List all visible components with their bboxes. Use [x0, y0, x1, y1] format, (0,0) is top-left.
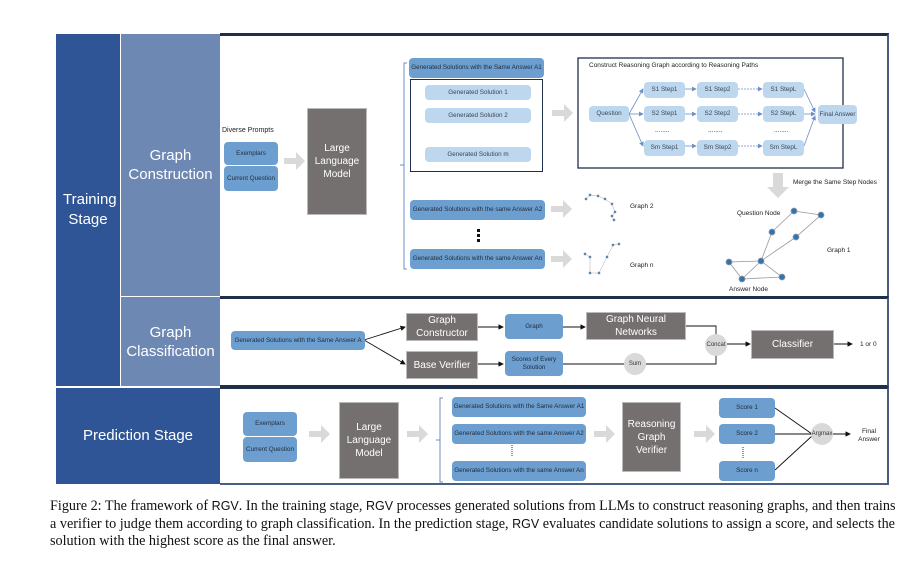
graph-2-drawing	[584, 193, 617, 222]
group-a1-header: Generated Solutions with the Same Answer…	[409, 58, 544, 78]
merge-label: Merge the Same Step Nodes	[793, 179, 877, 186]
solution-2: Generated Solution 2	[425, 108, 531, 123]
question-node-box: Question	[589, 106, 629, 122]
block-arrow	[551, 250, 572, 268]
step-node: S1 Step1	[644, 82, 685, 98]
figure-caption: Figure 2: The framework of RGV. In the t…	[50, 498, 900, 551]
classification-edges	[363, 324, 853, 367]
training-stage-label: Training Stage	[56, 34, 120, 386]
classifier-output: 1 or 0	[860, 341, 877, 348]
block-arrow	[551, 200, 572, 218]
block-arrow	[694, 425, 715, 443]
diverse-prompts-label: Diverse Prompts	[222, 127, 274, 134]
group-an-box: Generated Solutions with the same Answer…	[410, 249, 545, 269]
caption-rgv: RGV	[211, 499, 239, 513]
bracket	[400, 62, 407, 270]
caption-rgv: RGV	[512, 516, 540, 531]
group-a2-box: Generated Solutions with the same Answer…	[410, 200, 545, 220]
step-node: S1 StepL	[763, 82, 804, 98]
answer-node-label: Answer Node	[729, 286, 769, 293]
concat-node: Concat	[705, 334, 727, 356]
block-arrows	[284, 104, 789, 443]
block-arrow	[767, 173, 789, 198]
training-stage-text: Training Stage	[63, 191, 117, 228]
block-arrow	[594, 425, 615, 443]
prediction-edges	[774, 407, 851, 471]
caption-text: . In the training stage,	[238, 498, 367, 514]
graph-construction-label: Graph Construction	[121, 34, 220, 296]
step-node: S1 Step2	[697, 82, 738, 98]
ellipsis: ........	[708, 127, 723, 134]
pred-group-a1: Generated Solutions with the Same Answer…	[452, 397, 586, 417]
ellipsis: ........	[655, 127, 670, 134]
question-node-label: Question Node	[737, 210, 781, 217]
pred-llm-box: Large Language Model	[339, 402, 399, 479]
pred-group-a2: Generated Solutions with the same Answer…	[452, 424, 586, 444]
pred-group-an: Generated Solutions with the same Answer…	[452, 461, 586, 481]
graph-2-label: Graph 2	[630, 203, 654, 210]
score-2-box: Score 2	[719, 424, 775, 444]
prediction-stage-label: Prediction Stage	[56, 388, 220, 484]
step-node: Sm Step1	[644, 140, 685, 156]
caption-text: evaluates candidate solutions to assign …	[50, 515, 895, 550]
graph-construction-text: Graph Construction	[128, 147, 213, 183]
step-node: S2 Step2	[697, 106, 738, 122]
caption-text: processes generated solutions from LLMs …	[50, 498, 896, 532]
reasoning-edges	[628, 86, 816, 149]
classification-input-box: Generated Solutions with the Same Answer…	[231, 331, 365, 350]
block-arrow	[309, 425, 330, 443]
llm-box: Large Language Model	[307, 108, 367, 215]
vertical-ellipsis	[477, 229, 480, 242]
block-arrow	[552, 104, 573, 122]
graph-n-drawing	[583, 242, 621, 275]
graph-classification-label: Graph Classification	[121, 297, 220, 386]
reasoning-graph-verifier-box: Reasoning Graph Verifier	[622, 402, 681, 472]
exemplars-box: Exemplars	[224, 142, 278, 165]
bracket	[436, 397, 443, 483]
block-arrow	[284, 152, 305, 170]
step-node: S2 Step1	[644, 106, 685, 122]
gnn-box: Graph Neural Networks	[586, 312, 686, 340]
caption-text: Figure 2: The framework of	[50, 498, 212, 514]
current-question-box: Current Question	[224, 166, 278, 191]
pred-current-question-box: Current Question	[243, 437, 297, 462]
sum-node: Sum	[624, 353, 646, 375]
reasoning-graph-title: Construct Reasoning Graph according to R…	[589, 62, 759, 69]
block-arrow	[407, 425, 428, 443]
graph-1-label: Graph 1	[827, 247, 851, 254]
score-n-box: Score n	[719, 461, 775, 481]
argmax-node: Argmax	[811, 423, 833, 445]
score-1-box: Score 1	[719, 398, 775, 418]
prediction-stage-text: Prediction Stage	[82, 427, 194, 444]
final-answer-box: Final Answer	[818, 105, 857, 124]
final-answer-output: Final Answer	[858, 428, 880, 443]
step-node: S2 StepL	[763, 106, 804, 122]
step-node: Sm Step2	[697, 140, 738, 156]
graph-n-label: Graph n	[630, 262, 654, 269]
graph-constructor-box: Graph Constructor	[406, 313, 478, 341]
graph-1-drawing	[725, 207, 825, 283]
solution-m: Generated Solution m	[425, 147, 531, 162]
solution-1: Generated Solution 1	[425, 85, 531, 100]
scores-box: Scores of Every Solution	[505, 351, 563, 376]
pred-exemplars-box: Exemplars	[243, 412, 297, 436]
step-node: Sm StepL	[763, 140, 804, 156]
caption-rgv: RGV	[366, 499, 394, 513]
ellipsis: ........	[774, 127, 789, 134]
graph-classification-text: Graph Classification	[126, 323, 215, 360]
graph-box: Graph	[505, 314, 563, 339]
classifier-box: Classifier	[751, 330, 834, 359]
base-verifier-box: Base Verifier	[406, 351, 478, 379]
